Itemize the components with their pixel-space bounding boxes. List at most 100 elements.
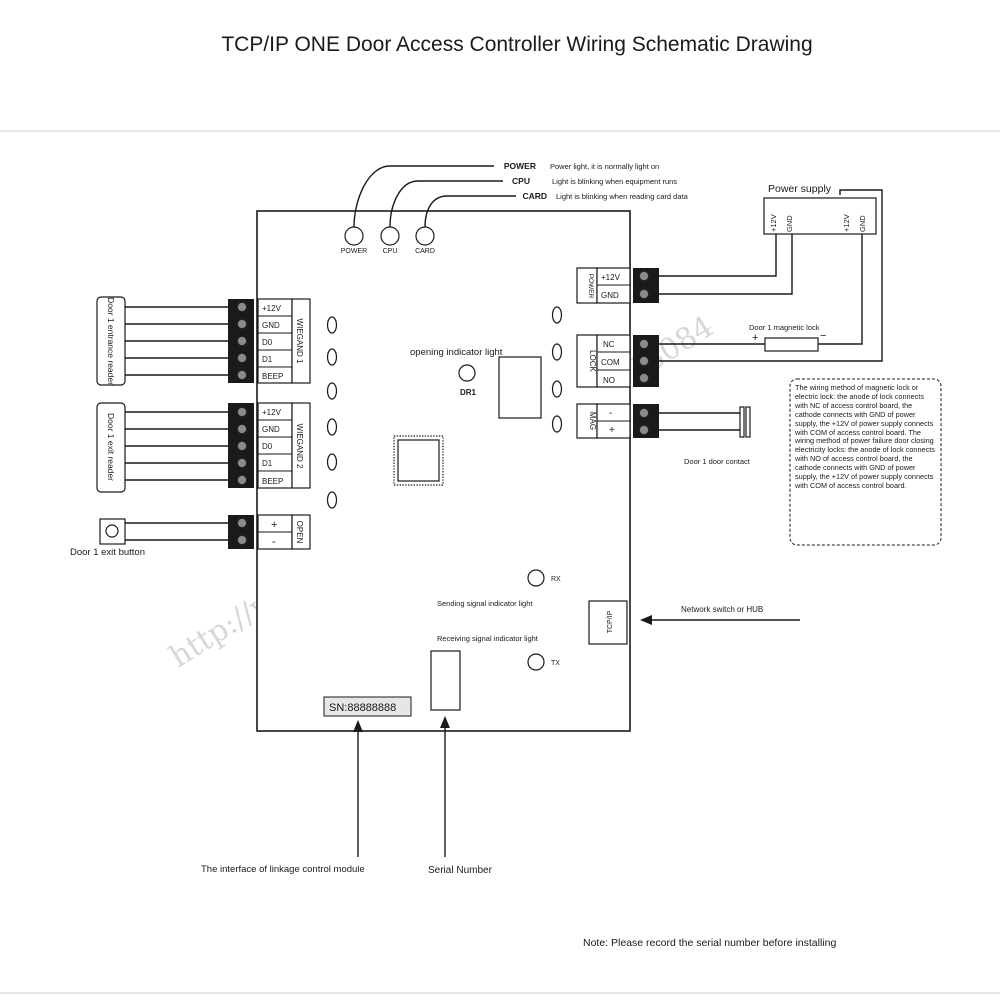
indicator-card: CARD bbox=[415, 226, 435, 255]
wiegand2-pin-12v: +12V bbox=[262, 408, 282, 417]
magnetic-lock-label: Door 1 magnetic lock bbox=[749, 323, 820, 332]
rx-label: Sending signal indicator light bbox=[437, 599, 533, 608]
lock-terminal-block: LOCK NC COM NO bbox=[576, 334, 659, 388]
power-supply-box bbox=[763, 197, 877, 235]
mag-pin-minus: - bbox=[609, 408, 612, 419]
screw-icon bbox=[237, 475, 247, 485]
power-block-tag: POWER bbox=[587, 274, 594, 299]
card-leader-desc: Light is blinking when reading card data bbox=[556, 192, 689, 201]
cpu-leader-name: CPU bbox=[512, 176, 530, 186]
power-led-label: POWER bbox=[341, 248, 367, 255]
wiegand1-pin-box bbox=[257, 298, 293, 384]
power-pin-gnd: GND bbox=[601, 291, 619, 300]
board-oval-icon bbox=[551, 380, 563, 398]
exit-reader-label: Door 1 exit reader bbox=[106, 413, 116, 481]
magnetic-lock-plus: + bbox=[752, 332, 758, 344]
network-arrow-icon bbox=[640, 615, 652, 625]
chip-icon bbox=[397, 439, 440, 482]
board-oval-icon bbox=[551, 415, 563, 433]
screw-icon bbox=[639, 339, 649, 349]
door-contact-label: Door 1 door contact bbox=[684, 457, 751, 466]
ps-pin-2: GND bbox=[785, 215, 794, 232]
tx-code: TX bbox=[551, 660, 560, 667]
serial-number-value: SN:88888888 bbox=[329, 702, 396, 714]
wiegand2-terminal-block: +12V GND D0 D1 BEEP WIEGAND 2 bbox=[228, 402, 311, 489]
open-pin-plus: + bbox=[271, 519, 277, 531]
wiegand1-terminal-block: +12V GND D0 D1 BEEP WIEGAND 1 bbox=[228, 298, 311, 384]
board-oval-icon bbox=[326, 348, 338, 366]
cpu-leader-line bbox=[389, 180, 503, 228]
power-leader-name: POWER bbox=[504, 161, 536, 171]
board-oval-icon bbox=[326, 453, 338, 471]
power-pin-12v: +12V bbox=[601, 273, 621, 282]
card-leader-name: CARD bbox=[522, 191, 547, 201]
open-tag-box bbox=[291, 514, 311, 550]
linkage-interface-label: The interface of linkage control module bbox=[201, 864, 365, 875]
lock-wiring-note: The wiring method of magnetic lock or el… bbox=[795, 384, 935, 490]
cpu-led-label: CPU bbox=[383, 248, 398, 255]
board-oval-icon bbox=[326, 316, 338, 334]
magnetic-lock-minus: − bbox=[820, 330, 826, 342]
mag-terminal-block: MAG - + bbox=[576, 403, 659, 439]
screw-icon bbox=[237, 518, 247, 528]
tcpip-port-label: TCP/IP bbox=[607, 610, 614, 633]
ps-wire-lock-minus bbox=[818, 234, 863, 345]
cpu-led-icon bbox=[380, 226, 400, 246]
board-oval-icon bbox=[326, 418, 338, 436]
wiegand2-tag: WIEGAND 2 bbox=[295, 424, 304, 469]
power-leader-line bbox=[353, 165, 494, 228]
serial-arrow-icon bbox=[353, 720, 363, 732]
lock-pin-box bbox=[596, 334, 631, 388]
exit-reader-icon bbox=[96, 402, 126, 493]
tx-led-icon bbox=[527, 653, 545, 671]
board-oval-icon bbox=[326, 491, 338, 509]
power-terminal-block: POWER +12V GND bbox=[576, 267, 659, 304]
cpu-leader-desc: Light is blinking when equipment runs bbox=[552, 177, 677, 186]
serial-number-label: Serial Number bbox=[428, 865, 493, 876]
wiegand1-pin-gnd: GND bbox=[262, 321, 280, 330]
screw-icon bbox=[237, 319, 247, 329]
wiegand2-pin-gnd: GND bbox=[262, 425, 280, 434]
card-led-label: CARD bbox=[415, 248, 435, 255]
wiegand1-pin-d1: D1 bbox=[262, 355, 273, 364]
screw-icon bbox=[237, 407, 247, 417]
entrance-reader-icon bbox=[96, 296, 126, 386]
power-leader-desc: Power light, it is normally light on bbox=[550, 162, 659, 171]
serial-number-plate bbox=[323, 696, 412, 717]
page-title: TCP/IP ONE Door Access Controller Wiring… bbox=[221, 33, 812, 56]
network-label: Network switch or HUB bbox=[681, 605, 763, 614]
board-oval-icon bbox=[326, 382, 338, 400]
magnetic-lock-icon bbox=[764, 337, 819, 352]
lock-pin-no: NO bbox=[603, 376, 615, 385]
screw-icon bbox=[639, 356, 649, 366]
mag-block-tag: MAG bbox=[588, 412, 597, 430]
entrance-reader-label: Door 1 entrance reader bbox=[106, 297, 116, 385]
wiegand1-pin-beep: BEEP bbox=[262, 372, 283, 381]
footer-note: Note: Please record the serial number be… bbox=[583, 937, 836, 949]
card-led-icon bbox=[415, 226, 435, 246]
opening-light-icon bbox=[458, 364, 476, 382]
wiegand1-tag: WIEGAND 1 bbox=[295, 319, 304, 364]
wiegand1-pin-12v: +12V bbox=[262, 304, 282, 313]
wiegand1-pin-d0: D0 bbox=[262, 338, 273, 347]
wiegand2-pin-box bbox=[257, 402, 293, 489]
wiegand1-tag-box bbox=[291, 298, 311, 384]
rx-code: RX bbox=[551, 576, 561, 583]
relay-icon bbox=[498, 356, 542, 419]
mag-pin-plus: + bbox=[609, 425, 615, 436]
wiegand2-tag-box bbox=[291, 402, 311, 489]
lock-wiring-note-text: The wiring method of magnetic lock or el… bbox=[795, 384, 935, 490]
wiegand2-pin-d0: D0 bbox=[262, 442, 273, 451]
lock-pin-com: COM bbox=[601, 358, 620, 367]
ps-wire-gnd bbox=[655, 234, 793, 295]
screw-icon bbox=[237, 441, 247, 451]
open-terminal-block: + - OPEN bbox=[228, 514, 311, 550]
board-oval-icon bbox=[551, 306, 563, 324]
open-pin-minus: - bbox=[272, 536, 276, 548]
ps-pin-3: +12V bbox=[842, 214, 851, 232]
lock-pin-nc: NC bbox=[603, 340, 615, 349]
opening-light-label: opening indicator light bbox=[410, 347, 503, 358]
screw-icon bbox=[237, 336, 247, 346]
open-tag: OPEN bbox=[295, 521, 304, 544]
